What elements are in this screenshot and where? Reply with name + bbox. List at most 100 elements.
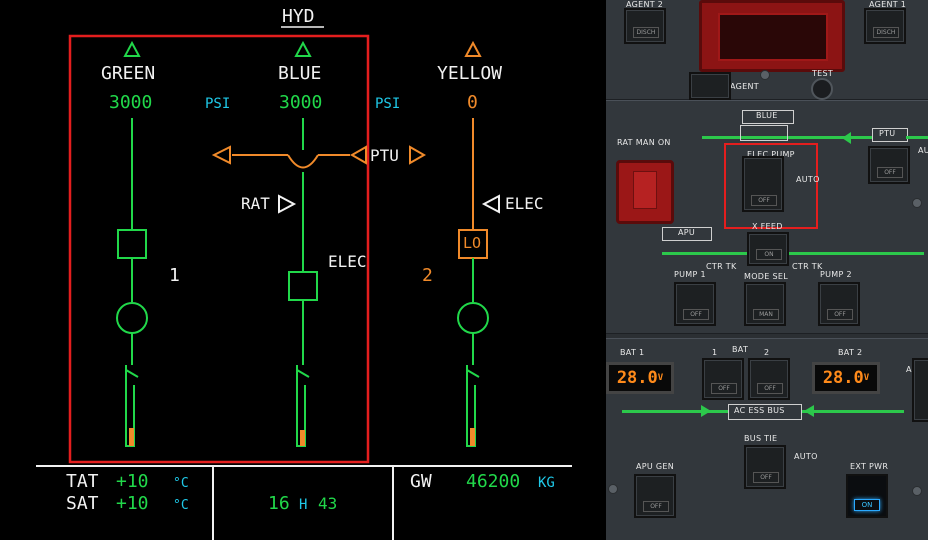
yellow-lower-line [457, 258, 489, 447]
ctr-tk-pump-1-button[interactable]: OFF [674, 282, 716, 326]
hyd-schematic [36, 26, 572, 540]
elec-pump-off: OFF [751, 195, 777, 206]
green-pressure: 3000 [109, 92, 153, 113]
clock-hours: 16 [268, 493, 290, 514]
blue-pressure: 3000 [279, 92, 323, 113]
ptu-label-box [872, 128, 908, 142]
ctr-tk-pump-2-button[interactable]: OFF [818, 282, 860, 326]
bat-2-volt-unit: V [863, 373, 870, 383]
ext-pwr-label: EXT PWR [850, 462, 889, 471]
mode-sel-man: MAN [753, 309, 779, 320]
apu-gen-button[interactable]: OFF [634, 474, 676, 518]
agent-2-label: AGENT 2 [626, 0, 664, 9]
pump-2-label: PUMP 2 [820, 270, 852, 279]
bat-1-button[interactable]: OFF [702, 358, 744, 400]
gw-unit: KG [538, 475, 555, 491]
x-feed-label: X FEED [752, 222, 783, 231]
rat-label: RAT [241, 194, 270, 213]
highlight-box [68, 34, 370, 464]
apu-gen-off: OFF [643, 501, 669, 512]
tat-label: TAT [66, 471, 99, 492]
agent-1-button[interactable]: DISCH [864, 8, 906, 44]
ac-ess-left-arrow-icon [804, 405, 814, 417]
clock-h-separator: H [299, 497, 308, 513]
ctr-tk-left: CTR TK [706, 262, 737, 271]
pump-2-off: OFF [827, 309, 853, 320]
disch-label-2: DISCH [873, 27, 899, 38]
clock-minutes: 43 [318, 494, 338, 513]
x-feed-on: ON [756, 249, 782, 260]
fire-guard-cover[interactable] [699, 0, 845, 72]
sat-value: +10 [116, 493, 149, 514]
gw-value: 46200 [466, 471, 521, 492]
x-feed-button[interactable]: ON [747, 232, 789, 266]
rat-arrow [278, 194, 297, 214]
bat-1-volt-unit: V [657, 373, 664, 383]
rat-man-on-guard[interactable] [616, 160, 674, 224]
test-label: TEST [812, 69, 834, 78]
green-reservoir-level [129, 428, 134, 446]
ext-pwr-button[interactable]: ON [846, 474, 888, 518]
bat-num-1: 1 [712, 348, 718, 357]
blue-system-triangle [294, 40, 312, 57]
apu-gen-label: APU GEN [636, 462, 675, 471]
gw-label: GW [410, 471, 432, 492]
green-system-triangle [123, 40, 141, 57]
ptu-label: PTU [370, 146, 399, 165]
fire-guard-window [718, 13, 828, 61]
ptu-button[interactable]: OFF [868, 146, 910, 184]
elec-pump-highlight [724, 143, 818, 229]
engine-2-label: 2 [422, 265, 433, 286]
panel-screw-3 [912, 486, 922, 496]
apu-label-box [662, 227, 712, 241]
ac-ess-right-arrow-icon [701, 405, 711, 417]
psi-unit-right: PSI [375, 96, 401, 112]
panel-screw [760, 70, 770, 80]
panel-screw-2 [608, 484, 618, 494]
ptu-off: OFF [877, 167, 903, 178]
ptu-line [211, 145, 427, 169]
overhead-panel: AGENT 2 DISCH AGENT 1 DISCH AGENT TEST B… [606, 0, 928, 540]
bat-2-label: BAT 2 [838, 348, 863, 357]
bat-num-2: 2 [764, 348, 770, 357]
bat-1-label: BAT 1 [620, 348, 645, 357]
green-system-line [116, 118, 148, 447]
yellow-system-name: YELLOW [437, 63, 503, 84]
bus-tie-button[interactable]: OFF [744, 445, 786, 489]
elec-pump-auto: AUTO [796, 175, 819, 184]
page-title: HYD [282, 6, 315, 27]
agent-1-label: AGENT 1 [869, 0, 907, 9]
ptu-panel-label: PTU [879, 129, 896, 138]
mode-sel-label: MODE SEL [744, 272, 788, 281]
yellow-elec-label: ELEC [505, 194, 544, 213]
tat-value: +10 [116, 471, 149, 492]
agent-test-button[interactable] [689, 72, 731, 100]
footer-lines [36, 465, 572, 540]
pump-1-off: OFF [683, 309, 709, 320]
lo-label: LO [463, 234, 482, 252]
psi-unit-left: PSI [205, 96, 231, 112]
bat-2-button[interactable]: OFF [748, 358, 790, 400]
mode-sel-button[interactable]: MAN [744, 282, 786, 326]
bat-2-voltage: 28.0 [822, 368, 864, 388]
ptu-auto: AUTO [918, 146, 928, 155]
test-button[interactable] [811, 78, 833, 100]
blue-reservoir-level [300, 430, 305, 446]
rat-man-on-label: RAT MAN ON [617, 138, 671, 147]
bus-tie-off: OFF [753, 472, 779, 483]
bus-tie-label: BUS TIE [744, 434, 778, 443]
sat-unit: °C [173, 498, 189, 513]
ptu-arrow-icon [842, 132, 851, 144]
ac-ess-feed-button[interactable] [912, 358, 928, 422]
blue-elec-pump-button[interactable]: OFF [742, 156, 784, 212]
ptu-green-line [906, 136, 928, 139]
pump-bracket [740, 125, 788, 141]
panel-screw-4 [912, 198, 922, 208]
tat-unit: °C [173, 476, 189, 491]
blue-label: BLUE [756, 111, 778, 120]
pump-1-label: PUMP 1 [674, 270, 706, 279]
yellow-elec-arrow [481, 194, 500, 214]
blue-elec-label: ELEC [328, 252, 367, 271]
agent-2-button[interactable]: DISCH [624, 8, 666, 44]
rat-guard-handle [633, 171, 657, 209]
